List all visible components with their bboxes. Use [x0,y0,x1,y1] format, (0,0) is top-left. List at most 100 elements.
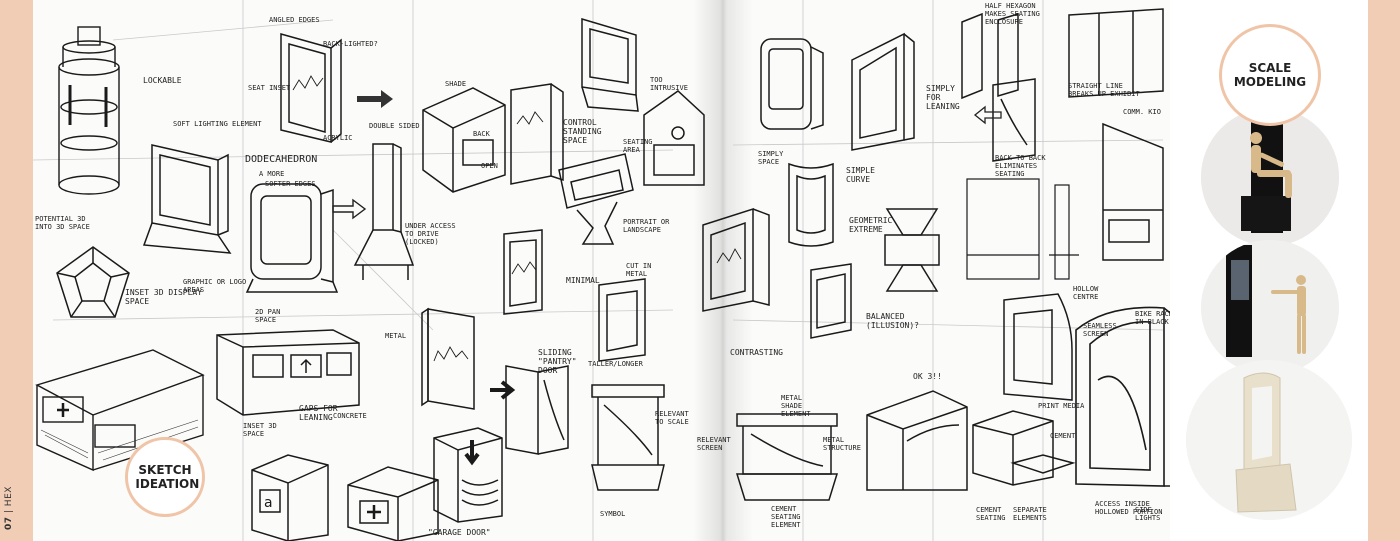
note-separate-elements: SEPARATE ELEMENTS [1013,506,1047,523]
side-profile-sketch [1102,122,1164,261]
elevation-sketch [966,178,1079,280]
framed-screen-sketch [142,144,232,254]
scale-model-photo-white [1186,360,1352,520]
note-simple-curve: SIMPLE CURVE [846,166,875,185]
angled-panel-sketch [280,33,342,143]
balanced-sketch [810,263,852,339]
note-inset-3d-display: INSET 3D DISPLAY SPACE [125,288,203,307]
note-back: BACK [473,130,490,138]
arrow-right-outline-icon [332,198,367,220]
note-dodecahedron: DODECAHEDRON [245,154,318,165]
standing-mannequin-model [1201,240,1339,375]
note-print-media: PRINT MEDIA [1038,402,1085,410]
simply-leaning-sketch [851,32,915,151]
scale-modeling-badge: SCALE MODELING [1219,24,1321,126]
note-geometric-extreme: GEOMETRIC EXTREME [849,216,893,235]
note-softer-edges: SOFTER EDGES [265,180,316,188]
note-graphic-logo: GRAPHIC OR LOGO AREAS [183,278,247,295]
note-lockable: LOCKABLE [143,76,182,85]
taller-kiosk-sketch [591,384,665,491]
note-access-inside: ACCESS INSIDE HOLLOWED PORTION [1095,500,1163,517]
lockable-cylinder-sketch [58,26,120,195]
note-back-to-back: BACK TO BACK ELIMINATES SEATING [995,154,1046,179]
left-margin-strip [0,0,33,541]
cut-metal-sketch [598,278,646,362]
note-minimal: MINIMAL [566,276,600,285]
note-symbol: SYMBOL [600,510,626,518]
note-metal: METAL [385,332,407,340]
scale-model-photo-standing [1201,240,1339,375]
arrow-right-icon [357,90,393,108]
note-too-intrusive: TOO INTRUSIVE [650,76,688,93]
portrait-landscape-sketch [558,153,634,245]
softer-screen-sketch [245,183,339,293]
sketch-ideation-badge: SKETCH IDEATION [125,437,205,517]
svg-text:a: a [264,495,273,511]
half-hexagon-sketch [961,12,1019,100]
note-seat-inset: SEAT INSET [248,84,291,92]
note-straight-line: STRAIGHT LINE BREAKS UP EXHIBIT [1068,82,1140,99]
note-relevant-screen: RELEVANT SCREEN [697,436,731,453]
note-seamless-screen: SEAMLESS SCREEN [1083,322,1117,339]
sketchbook-spread: a [33,0,1368,541]
seating-pod-sketch [422,87,506,193]
seating-area-sketch [643,90,705,186]
note-cement-seating: CEMENT SEATING ELEMENT [771,505,801,530]
skyline-panel-sketch [421,307,475,410]
sketch-ideation-label: SKETCH IDEATION [135,462,200,491]
note-concrete: CONCRETE [333,412,367,420]
note-cement: CEMENT [1050,432,1076,440]
note-inset-3d-space: INSET 3D SPACE [243,422,277,439]
note-bike-rack: BIKE RACK IN BLACK [1135,310,1173,327]
page-number: 07 [4,516,14,530]
too-intrusive-sketch [581,17,639,112]
note-half-hexagon: HALF HEXAGON MAKES SEATING ENCLOSURE [985,2,1040,27]
sliding-door-sketch [490,365,569,455]
note-simply-space: SIMPLY SPACE [758,150,784,167]
hollow-centre-sketch [1003,293,1073,401]
note-balanced: BALANCED (ILLUSION)? [866,312,919,331]
back-to-back-sketch [992,78,1036,162]
inset-3d-box-sketch [216,329,360,416]
control-panel-sketch [510,83,564,185]
note-cement-seating-2: CEMENT SEATING [976,506,1006,523]
note-acrylic: ACRYLIC [323,134,353,142]
note-hollow-centre: HOLLOW CENTRE [1073,285,1099,302]
note-contrasting: CONTRASTING [730,348,783,357]
simple-curve-sketch [788,162,834,247]
hood-stand-sketch [353,143,415,280]
note-gaps-leaning: GAPS FOR LEANING [299,404,338,423]
dodecahedron-sketch [56,246,130,318]
page-number-label: 07 | HEX [4,486,14,530]
seated-mannequin-model [1201,108,1339,246]
white-arch-model [1186,360,1352,520]
arrow-back-icon [973,105,1002,125]
straight-line-sketch [1068,8,1164,98]
note-shade: SHADE [445,80,467,88]
note-control-standing: CONTROL STANDING SPACE [563,118,602,146]
garage-door-sketch [433,427,503,523]
note-taller-longer: TALLER/LONGER [588,360,643,368]
note-portrait-landscape: PORTRAIT OR LANDSCAPE [623,218,670,235]
letter-boxes-sketch: a [251,454,439,541]
note-a-more: A MORE [259,170,285,178]
note-metal-structure: METAL STRUCTURE [823,436,861,453]
construction-lines [33,0,1164,541]
contrasting-sketch [702,207,770,312]
note-comm-kiosk: COMM. KIO [1123,108,1161,116]
scale-modeling-label: SCALE MODELING [1233,60,1307,89]
note-metal-shade: METAL SHADE ELEMENT [781,394,811,419]
scale-model-photo-seated [1201,108,1339,246]
note-open: OPEN [481,162,498,170]
note-side-lights: SIDE LIGHTS [1135,506,1161,523]
note-soft-lighting: SOFT LIGHTING ELEMENT [173,120,262,128]
note-simply-leaning: SIMPLY FOR LEANING [926,84,960,112]
note-double-sided: DOUBLE SIDED [369,122,420,130]
note-seating-area: SEATING AREA [623,138,653,155]
note-angled-edges: ANGLED EDGES [269,16,320,24]
note-pan-space: 2D PAN SPACE [255,308,281,325]
note-sliding-door: SLIDING "PANTRY" DOOR [538,348,577,376]
note-cut-metal: CUT IN METAL [626,262,652,279]
note-garage-door: "GARAGE DOOR" [428,528,491,537]
note-relevant-scale: RELEVANT TO SCALE [655,410,689,427]
